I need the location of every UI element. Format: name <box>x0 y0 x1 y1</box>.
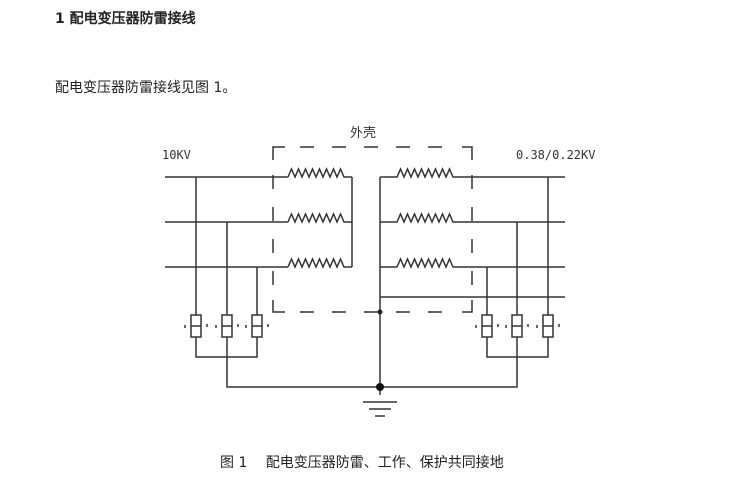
enclosure-dashed-box <box>272 146 473 313</box>
section-title: 1 配电变压器防雷接线 <box>55 11 196 27</box>
low-voltage-label: 0.38/0.22KV <box>516 148 595 162</box>
ground-icon <box>363 383 397 417</box>
arrester-icon <box>505 314 529 338</box>
high-voltage-arresters <box>184 177 380 388</box>
arrester-icon <box>184 314 208 338</box>
arrester-icon <box>536 314 560 338</box>
high-voltage-label: 10KV <box>162 148 191 162</box>
body-paragraph: 配电变压器防雷接线见图 1。 <box>55 80 237 96</box>
secondary-windings <box>377 167 565 395</box>
arrester-icon <box>475 314 499 338</box>
primary-windings <box>165 167 353 269</box>
low-voltage-arresters <box>380 177 560 388</box>
figure-caption: 图 1 配电变压器防雷、工作、保护共同接地 <box>220 455 504 471</box>
enclosure-label: 外壳 <box>350 126 376 141</box>
arrester-icon <box>245 314 269 338</box>
arrester-icon <box>215 314 239 338</box>
